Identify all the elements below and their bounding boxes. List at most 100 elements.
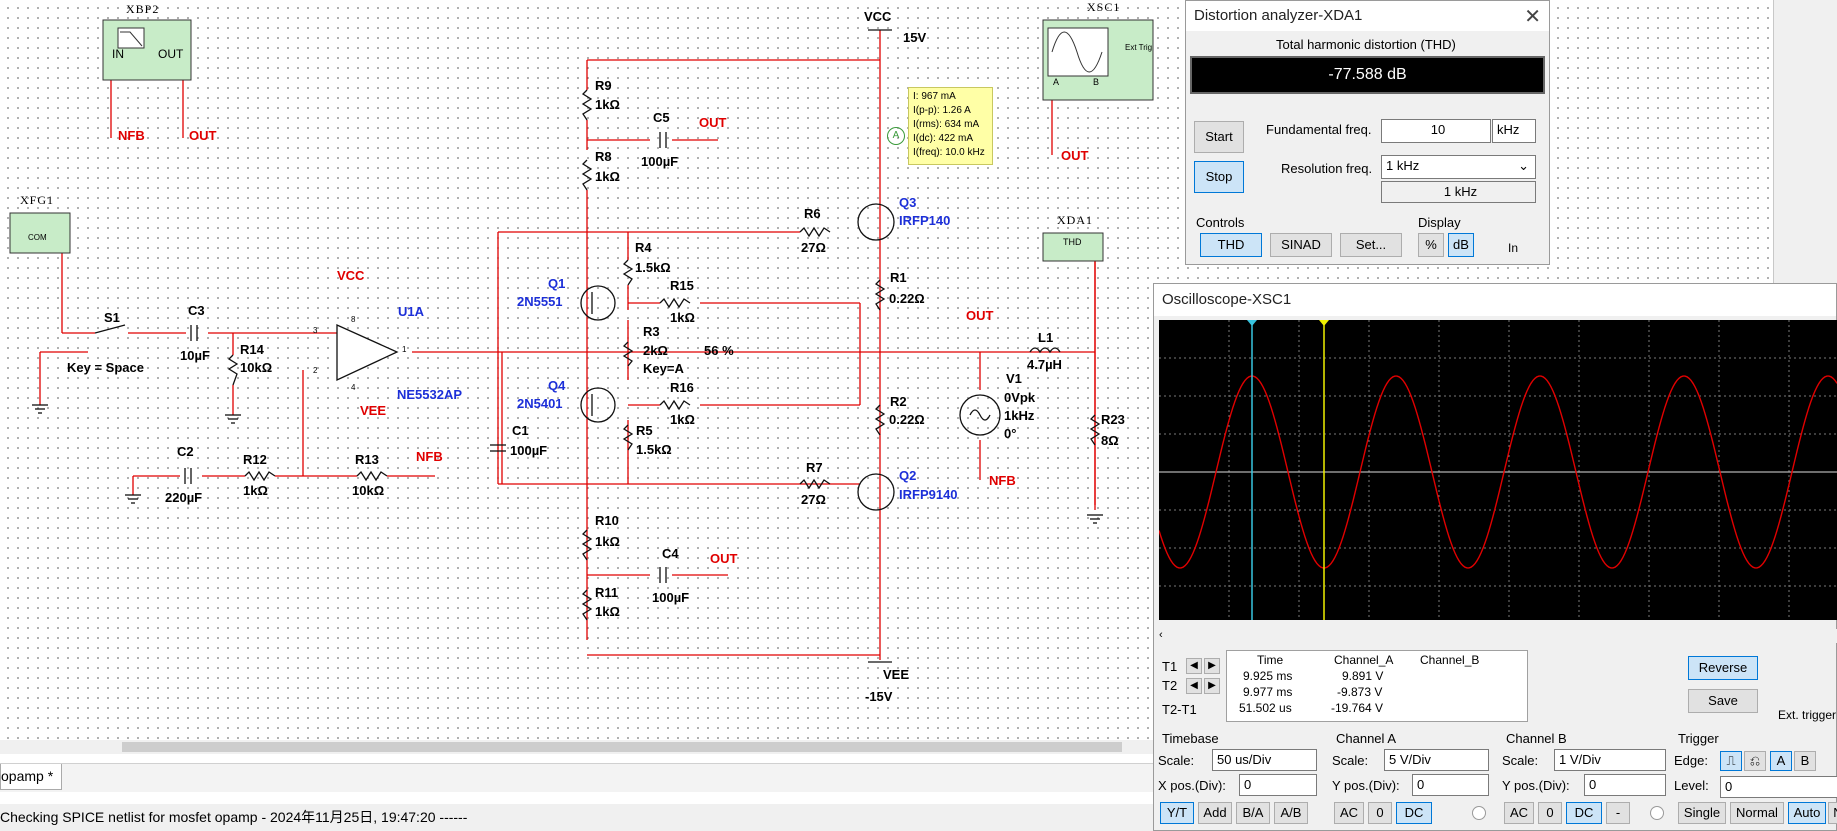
v1-freq: 1kHz [1004,408,1035,423]
l1-value: 4.7µH [1027,357,1062,372]
c1: C1 [512,423,529,438]
scrollbar-thumb[interactable] [122,742,1122,752]
sinad-button[interactable]: SINAD [1270,233,1332,257]
q1: Q1 [548,276,566,291]
fundamental-input[interactable]: 10 [1381,119,1491,143]
percent-button[interactable]: % [1418,233,1444,257]
tab-opamp[interactable]: opamp * [0,764,63,790]
trigger-a-button[interactable]: A [1770,751,1792,771]
nfb-net-r13: NFB [416,449,443,464]
channel-b-dc-button[interactable]: DC [1566,802,1602,824]
r12: R12 [243,452,267,467]
xda1-label: XDA1 [1057,213,1093,227]
q1-part: 2N5551 [517,294,563,309]
l1: L1 [1038,330,1054,345]
pin4: 4 [351,383,356,392]
single-button[interactable]: Single [1678,802,1726,824]
add-button[interactable]: Add [1198,802,1232,824]
trigger-n-button[interactable]: N [1828,802,1837,824]
yt-button[interactable]: Y/T [1160,802,1194,824]
t2-left-arrow-icon[interactable]: ◀ [1186,678,1202,694]
xbp2-nfb: NFB [118,128,145,143]
save-button[interactable]: Save [1688,689,1758,713]
current-probe-readout[interactable]: I: 967 mA I(p-p): 1.26 A I(rms): 634 mA … [908,87,993,165]
t1-right-arrow-icon[interactable]: ▶ [1204,658,1220,674]
channel-b-zero-button[interactable]: 0 [1538,802,1562,824]
thd-header: Total harmonic distortion (THD) [1276,37,1456,52]
instrument-toolbar[interactable] [1773,0,1837,290]
db-button[interactable]: dB [1448,233,1474,257]
trigger-label: Trigger [1678,731,1719,746]
r1-value: 0.22Ω [889,291,925,306]
level-label: Level: [1674,778,1709,793]
xbp2-out: OUT [158,47,184,61]
channel-a-scale-input[interactable]: 5 V/Div [1384,749,1489,771]
xpos-label: X pos.(Div): [1158,778,1226,793]
channel-b-ypos-input[interactable]: 0 [1584,774,1666,796]
vee-opamp: VEE [360,403,387,418]
r12-value: 1kΩ [243,483,268,498]
channel-a-ypos-input[interactable]: 0 [1412,774,1489,796]
r9: R9 [595,78,612,93]
xsc1-b: B [1093,77,1100,87]
channel-a-zero-button[interactable]: 0 [1368,802,1392,824]
channel-b-scale-input[interactable]: 1 V/Div [1554,749,1666,771]
q4-part: 2N5401 [517,396,563,411]
probe-line: I(p-p): 1.26 A [913,105,971,116]
fundamental-unit[interactable]: kHz [1492,119,1536,143]
channel-b-minus-button[interactable]: - [1606,802,1630,824]
channel-a-dc-button[interactable]: DC [1396,802,1432,824]
chevron-left-icon[interactable]: ‹ [1159,629,1163,641]
falling-edge-icon[interactable]: ⎌ [1744,751,1766,771]
cursor-t2-handle[interactable] [1319,320,1329,326]
u1a: U1A [398,304,425,319]
ba-button[interactable]: B/A [1236,802,1270,824]
current-probe-icon[interactable]: A [887,127,905,145]
resolution-select-value: 1 kHz [1386,158,1420,173]
channel-b-label: Channel B [1506,731,1567,746]
normal-button[interactable]: Normal [1730,802,1784,824]
auto-button[interactable]: Auto [1788,802,1826,824]
t2-right-arrow-icon[interactable]: ▶ [1204,678,1220,694]
timebase-scale-label: Scale: [1158,753,1195,768]
col-channel-b: Channel_B [1420,653,1480,667]
xpos-input[interactable]: 0 [1239,774,1317,796]
channel-a-ac-button[interactable]: AC [1334,802,1364,824]
stop-button[interactable]: Stop [1194,161,1244,193]
r14: R14 [240,342,264,357]
r4-value: 1.5kΩ [635,260,671,275]
thd-button[interactable]: THD [1200,233,1262,257]
vcc-opamp: VCC [337,268,365,283]
resolution-select[interactable]: 1 kHz⌄ [1381,155,1536,179]
set-button[interactable]: Set... [1340,233,1402,257]
col-channel-a: Channel_A [1334,653,1394,667]
xbp2-in: IN [112,47,124,61]
col-time: Time [1257,653,1284,667]
vee-bottom: VEE [883,667,910,682]
channel-a-radio[interactable] [1472,806,1486,820]
close-icon[interactable]: ✕ [1524,6,1541,28]
ne5532: NE5532AP [397,387,463,402]
t1-left-arrow-icon[interactable]: ◀ [1186,658,1202,674]
channel-b-ac-button[interactable]: AC [1504,802,1534,824]
reverse-button[interactable]: Reverse [1688,656,1758,680]
r8-value: 1kΩ [595,169,620,184]
probe-line: I(rms): 634 mA [913,119,980,130]
level-input[interactable]: 0 [1720,776,1837,798]
c5: C5 [653,110,670,125]
fundamental-label: Fundamental freq. [1266,122,1372,137]
channel-a-label: Channel A [1336,731,1396,746]
canvas-horizontal-scrollbar[interactable] [0,740,1155,754]
channel-b-radio[interactable] [1650,806,1664,820]
status-bar: Checking SPICE netlist for mosfet opamp … [0,804,1155,831]
start-button[interactable]: Start [1194,121,1244,153]
channel-a-scale-label: Scale: [1332,753,1369,768]
scope-scrollbar[interactable]: ‹ [1159,629,1837,643]
trigger-b-button[interactable]: B [1794,751,1816,771]
ab-button[interactable]: A/B [1274,802,1308,824]
scope-screen[interactable] [1159,320,1837,620]
timebase-scale-input[interactable]: 50 us/Div [1212,749,1317,771]
r3-key: Key=A [643,361,684,376]
rising-edge-icon[interactable]: ⎍ [1720,751,1742,771]
cursor-t1-handle[interactable] [1247,320,1257,326]
